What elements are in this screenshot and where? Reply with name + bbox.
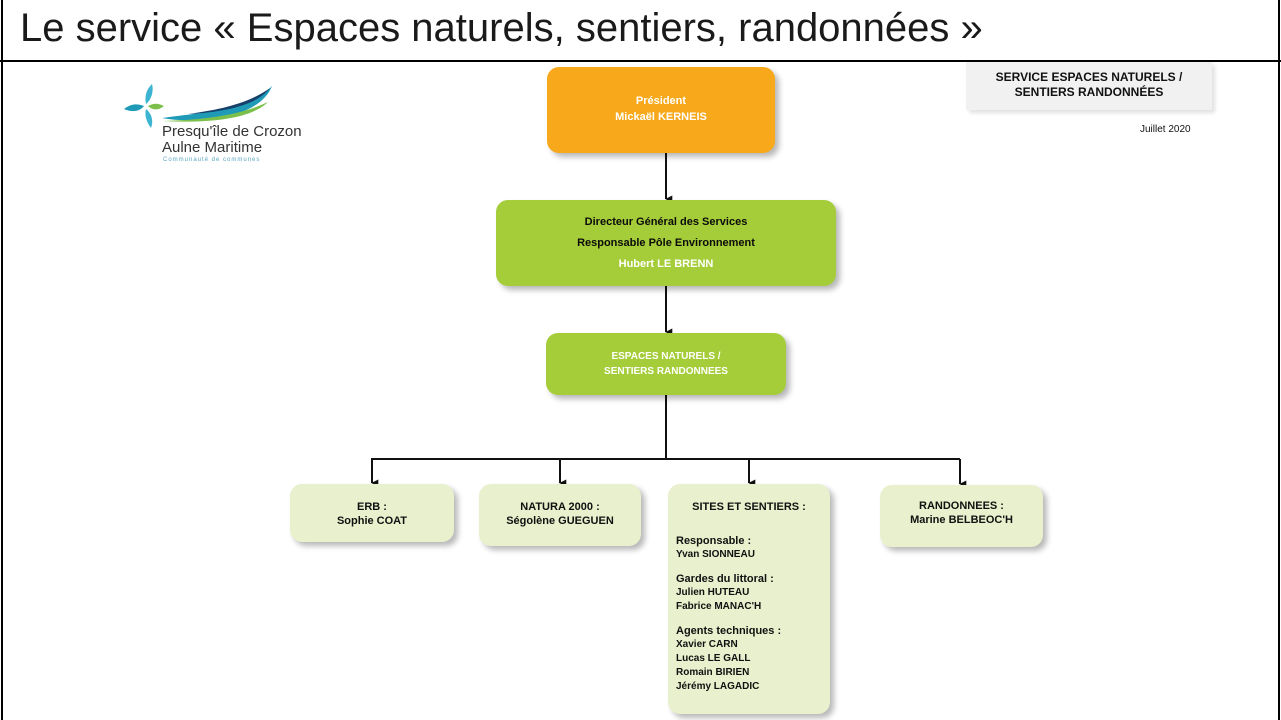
agents-label: Agents techniques : [676, 625, 782, 637]
natura-title: NATURA 2000 : [520, 501, 600, 513]
organization-logo: Presqu'île de Crozon Aulne Maritime Comm… [122, 82, 322, 172]
garde-name: Julien HUTEAU [676, 587, 750, 598]
dgs-box: Directeur Général des Services Responsab… [496, 200, 836, 286]
service-label-line1: SERVICE ESPACES NATURELS / [995, 70, 1183, 84]
sites-sentiers-box: SITES ET SENTIERS : Responsable : Yvan S… [668, 484, 830, 714]
logo-name-line2: Aulne Maritime [162, 139, 263, 156]
president-name: Mickaël KERNEIS [615, 111, 707, 123]
erb-title: ERB : [357, 501, 387, 513]
natura-box: NATURA 2000 : Ségolène GUEGUEN [479, 484, 641, 546]
gardes-label: Gardes du littoral : [676, 573, 774, 585]
rando-name: Marine BELBEOC'H [910, 514, 1013, 526]
president-box: Président Mickaël KERNEIS [547, 67, 775, 153]
president-role: Président [635, 95, 687, 107]
erb-name: Sophie COAT [336, 515, 408, 527]
dgs-name: Hubert LE BRENN [618, 258, 714, 270]
agent-name: Xavier CARN [676, 639, 738, 650]
date-label: Juillet 2020 [1140, 124, 1191, 135]
sites-title: SITES ET SENTIERS : [692, 501, 806, 513]
title-divider [0, 60, 1281, 62]
randonnees-box: RANDONNEES : Marine BELBEOC'H [880, 485, 1043, 547]
agents-group: Agents techniques : Xavier CARN Lucas LE… [668, 624, 830, 694]
service-label: SERVICE ESPACES NATURELS / SENTIERS RAND… [966, 62, 1212, 110]
garde-name: Fabrice MANAC'H [676, 601, 762, 612]
wave-icon [162, 86, 272, 122]
service-label-line2: SENTIERS RANDONNÉES [1014, 85, 1164, 99]
gardes-group: Gardes du littoral : Julien HUTEAU Fabri… [668, 572, 830, 614]
rando-title: RANDONNEES : [919, 500, 1004, 512]
responsable-label: Responsable : [676, 535, 752, 547]
dgs-role1: Directeur Général des Services [584, 216, 748, 228]
espaces-naturels-box: ESPACES NATURELS / SENTIERS RANDONNEES [546, 333, 786, 395]
espaces-line2: SENTIERS RANDONNEES [604, 366, 728, 377]
dgs-role2: Responsable Pôle Environnement [577, 237, 755, 249]
natura-name: Ségolène GUEGUEN [506, 515, 614, 527]
logo-name-line1: Presqu'île de Crozon [162, 123, 302, 140]
slide-title: Le service « Espaces naturels, sentiers,… [20, 6, 983, 50]
erb-box: ERB : Sophie COAT [290, 484, 454, 542]
espaces-line1: ESPACES NATURELS / [611, 351, 721, 362]
agent-name: Lucas LE GALL [676, 653, 751, 664]
responsable-group: Responsable : Yvan SIONNEAU [668, 534, 830, 562]
responsable-name: Yvan SIONNEAU [676, 549, 755, 560]
logo-subtitle: Communauté de communes [163, 157, 261, 163]
agent-name: Jérémy LAGADIC [676, 681, 760, 692]
flower-icon [124, 84, 164, 128]
agent-name: Romain BIRIEN [676, 667, 750, 678]
